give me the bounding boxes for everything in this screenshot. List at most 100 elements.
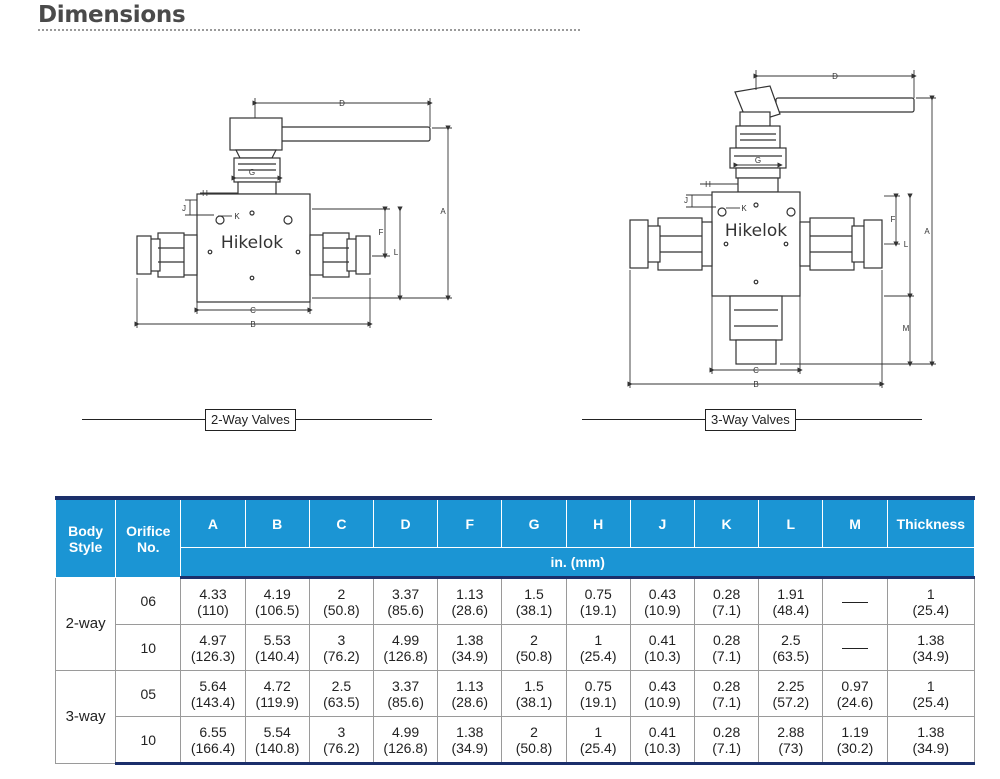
value-cell: 4.97(126.3)	[180, 624, 246, 671]
value-cell: 4.19(106.5)	[244, 577, 310, 625]
value-inch: 2.25	[777, 677, 805, 694]
svg-text:F: F	[379, 228, 384, 237]
value-cell: 4.99(126.8)	[372, 716, 439, 765]
value-mm: (57.2)	[772, 693, 810, 710]
value-inch: 1.13	[456, 677, 484, 694]
orifice-cell: 10	[115, 624, 182, 671]
svg-text:B: B	[250, 320, 255, 329]
value-cell: 3(76.2)	[308, 624, 375, 671]
value-inch: 4.72	[263, 677, 291, 694]
orifice-cell: 05	[115, 670, 182, 717]
value-mm: (25.4)	[579, 647, 617, 664]
value-inch: 1.5	[524, 677, 544, 694]
value-inch: 0.75	[584, 585, 612, 602]
value-cell: 2.25(57.2)	[758, 670, 824, 717]
value-inch: 1	[926, 677, 935, 694]
svg-text:L: L	[394, 248, 399, 257]
value-cell: 2.5(63.5)	[758, 624, 824, 671]
value-cell: 1.38(34.9)	[886, 624, 976, 671]
value-cell: 2.88(73)	[758, 716, 824, 765]
value-inch: 1.38	[456, 723, 484, 740]
value-inch: 3	[337, 723, 346, 740]
value-cell: 0.28(7.1)	[694, 670, 760, 717]
value-cell: 1.38(34.9)	[437, 716, 503, 765]
header-d: D	[372, 496, 439, 548]
value-mm: (19.1)	[579, 601, 617, 618]
body-style-cell: 3-way	[54, 670, 117, 764]
value-inch: 0.41	[648, 631, 677, 648]
value-inch: 3.37	[391, 585, 420, 602]
two-way-valve-drawing	[136, 117, 431, 303]
value-cell: 1.5(38.1)	[501, 577, 567, 625]
value-cell: 0.41(10.3)	[629, 716, 696, 765]
value-mm: (63.5)	[772, 647, 810, 664]
header-units: in. (mm)	[180, 547, 975, 579]
value-inch: 2.88	[777, 723, 805, 740]
svg-text:D: D	[832, 72, 838, 81]
value-inch: 3.37	[391, 677, 420, 694]
value-cell: 0.28(7.1)	[694, 577, 760, 625]
value-cell: 2(50.8)	[501, 624, 567, 671]
value-mm: (48.4)	[772, 601, 810, 618]
value-mm: (25.4)	[579, 739, 617, 756]
value-mm: (10.3)	[644, 647, 681, 664]
value-cell: 3(76.2)	[308, 716, 375, 765]
handle-bar	[775, 97, 915, 113]
valve-drawings: Hikelok D A F L C B G H J K	[134, 70, 936, 389]
value-cell: 5.54(140.8)	[244, 716, 310, 765]
value-mm: (34.9)	[451, 647, 489, 664]
value-cell: 0.75(19.1)	[565, 577, 631, 625]
two-way-dimensions	[134, 98, 452, 328]
value-inch: 0.28	[712, 677, 741, 694]
value-mm: (119.9)	[255, 693, 299, 710]
value-inch: 1.91	[777, 585, 805, 602]
value-cell: 4.99(126.8)	[372, 624, 439, 671]
value-cell: 3.37(85.6)	[372, 670, 439, 717]
value-inch: 3	[337, 631, 346, 648]
handle-head	[229, 117, 283, 151]
orifice-cell: 06	[115, 577, 182, 625]
value-cell: 5.53(140.4)	[244, 624, 310, 671]
value-mm: (126.3)	[190, 647, 236, 664]
valve-body	[196, 193, 311, 303]
value-inch: 5.64	[199, 677, 227, 694]
value-cell	[822, 624, 888, 671]
svg-text:H: H	[202, 189, 208, 198]
dimensions-table: Body Style Orifice No. A B C D F G H J K…	[54, 496, 976, 765]
value-inch: 0.97	[841, 677, 869, 694]
value-mm: (110)	[197, 601, 229, 618]
value-inch: 2.5	[781, 631, 801, 648]
value-mm: (28.6)	[451, 693, 489, 710]
value-cell: 1.13(28.6)	[437, 577, 503, 625]
svg-text:H: H	[705, 180, 711, 189]
value-cell: 4.72(119.9)	[244, 670, 310, 717]
value-cell: 1.91(48.4)	[758, 577, 824, 625]
value-mm: (38.1)	[515, 601, 553, 618]
value-cell: 0.41(10.3)	[629, 624, 696, 671]
svg-text:L: L	[904, 240, 909, 249]
value-mm: (34.9)	[912, 647, 950, 664]
value-inch: 1.38	[917, 631, 945, 648]
value-inch: 0.28	[712, 585, 741, 602]
header-f: F	[437, 496, 503, 548]
value-mm: (34.9)	[912, 739, 950, 756]
value-inch: 1.5	[524, 585, 544, 602]
value-inch: 1	[926, 585, 935, 602]
header-c: C	[308, 496, 375, 548]
svg-text:A: A	[440, 207, 446, 216]
value-inch: 4.33	[199, 585, 227, 602]
value-mm: (143.4)	[190, 693, 236, 710]
header-a: A	[180, 496, 246, 548]
header-h: H	[565, 496, 631, 548]
header-thickness: Thickness	[886, 496, 976, 548]
value-mm: (25.4)	[912, 601, 950, 618]
value-cell: 1.38(34.9)	[886, 716, 976, 765]
value-cell: 1(25.4)	[565, 716, 631, 765]
value-mm: (63.5)	[323, 693, 360, 710]
value-inch: 4.19	[263, 585, 291, 602]
value-cell: 4.33(110)	[180, 577, 246, 625]
value-cell: 1.19(30.2)	[822, 716, 888, 765]
